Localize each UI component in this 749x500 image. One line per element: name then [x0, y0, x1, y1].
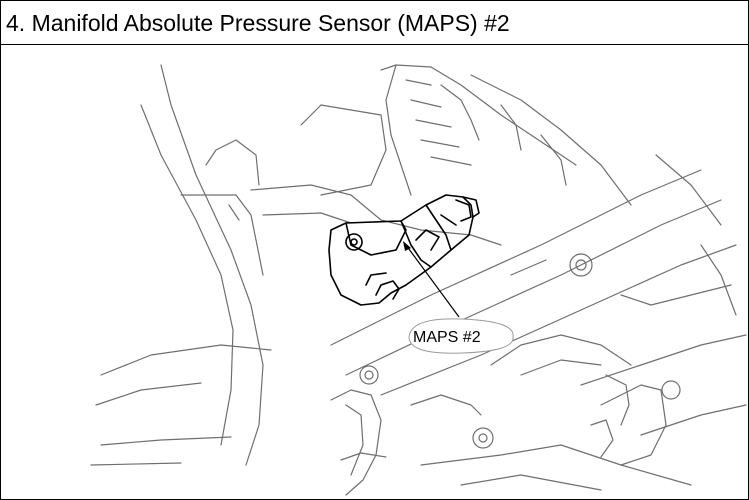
- callout-leader-line: [405, 244, 460, 318]
- callout-arrowhead: [403, 241, 411, 251]
- section-header: 4. Manifold Absolute Pressure Sensor (MA…: [1, 1, 748, 45]
- maps-sensor-shape: [328, 194, 480, 306]
- maps-callout-label: MAPS #2: [413, 329, 481, 346]
- page-title: 4. Manifold Absolute Pressure Sensor (MA…: [6, 10, 510, 36]
- callout-bubble: [408, 318, 514, 354]
- engine-illustration: MAPS #2: [1, 45, 748, 499]
- line-drawing: MAPS #2: [90, 64, 747, 496]
